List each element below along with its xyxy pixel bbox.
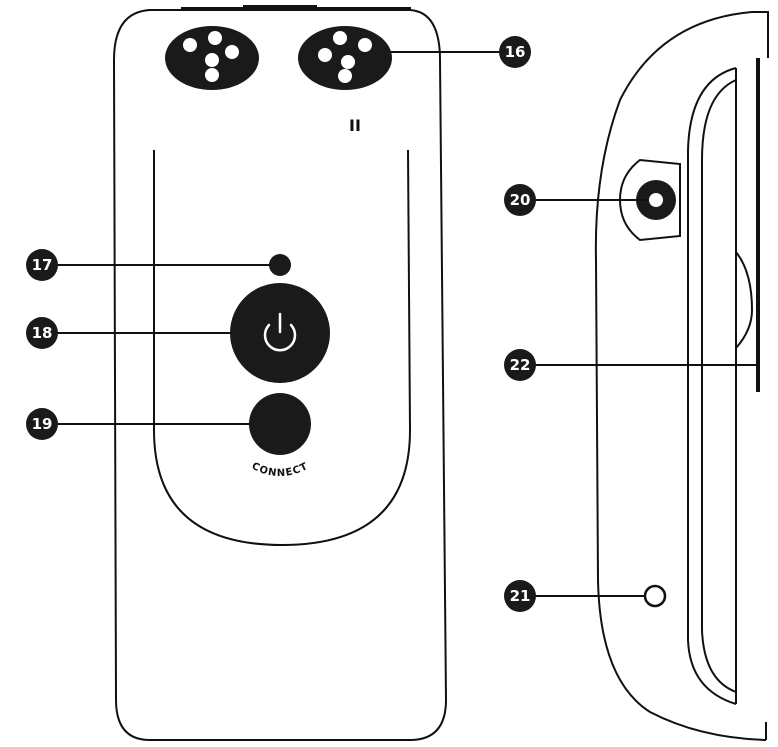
power-button[interactable] bbox=[230, 283, 330, 383]
side-view bbox=[594, 11, 769, 741]
svg-text:19: 19 bbox=[32, 415, 53, 433]
indicator-led bbox=[269, 254, 291, 276]
side-inner-curve-2 bbox=[701, 79, 737, 693]
side-top-edge bbox=[752, 11, 769, 58]
side-body bbox=[594, 11, 767, 741]
belt-clip-notch bbox=[735, 251, 754, 349]
svg-text:20: 20 bbox=[510, 191, 531, 209]
side-inner-curve bbox=[687, 67, 737, 705]
leader-lines bbox=[55, 51, 758, 597]
svg-text:18: 18 bbox=[32, 324, 53, 342]
svg-text:16: 16 bbox=[505, 43, 526, 61]
connect-button[interactable] bbox=[249, 393, 311, 455]
callout-18: 18 bbox=[26, 317, 58, 349]
svg-text:21: 21 bbox=[510, 587, 531, 605]
electrode-pad-left bbox=[165, 26, 259, 90]
svg-text:22: 22 bbox=[510, 356, 531, 374]
svg-text:17: 17 bbox=[32, 256, 53, 274]
callout-19: 19 bbox=[26, 408, 58, 440]
output-jack bbox=[618, 158, 681, 242]
callout-22: 22 bbox=[504, 349, 536, 381]
callout-17: 17 bbox=[26, 249, 58, 281]
electrode-pad-right bbox=[298, 26, 392, 90]
channel-label: II bbox=[349, 116, 361, 135]
reset-button[interactable] bbox=[643, 584, 667, 608]
callout-20: 20 bbox=[504, 184, 536, 216]
power-icon bbox=[263, 312, 297, 352]
callout-21: 21 bbox=[504, 580, 536, 612]
callout-16: 16 bbox=[499, 36, 531, 68]
control-panel bbox=[153, 149, 412, 547]
